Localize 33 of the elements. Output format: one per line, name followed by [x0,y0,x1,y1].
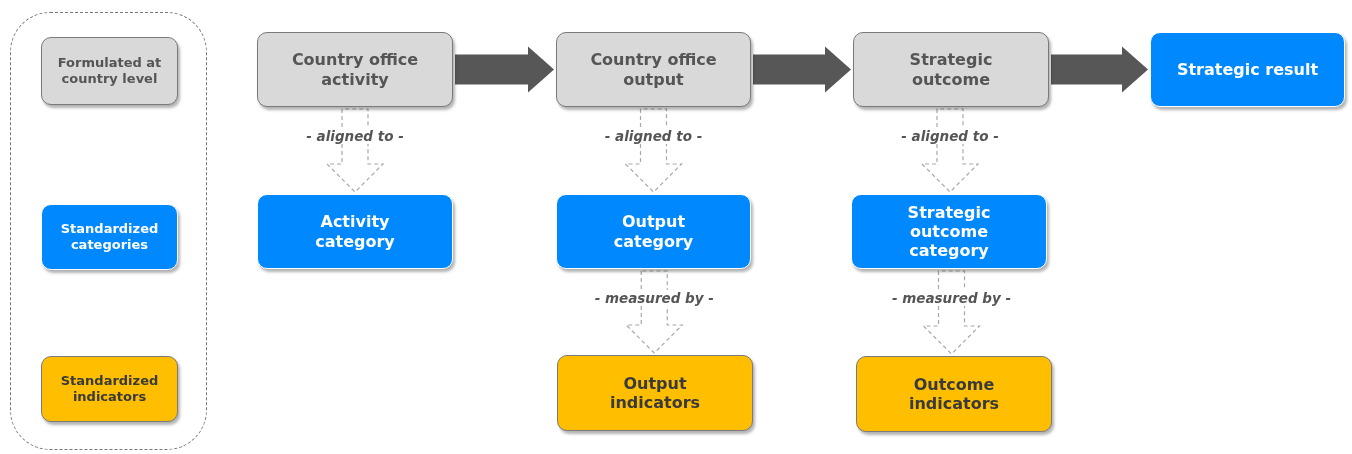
node-label: Standardized indicators [59,373,160,405]
node-label: Outcome indicators [907,374,1001,414]
process-box [41,37,178,105]
node-label: Formulated at country level [56,55,163,87]
category-box [556,194,751,269]
node-label: Output indicators [608,373,702,413]
edge-label: - aligned to - [304,128,406,145]
node-label: Strategic result [1176,59,1319,80]
block-arrow [455,46,554,93]
node-label: Country office activity [290,50,420,89]
node-label: Activity category [314,212,396,251]
edge-label: - aligned to - [899,128,1001,145]
indicator-box [41,356,178,422]
process-box [556,32,751,107]
process-box [853,32,1049,107]
node-label: Strategic outcome [908,50,994,89]
dashed-group-frame [10,12,207,450]
node-label: Standardized categories [59,221,160,253]
edge-label: - aligned to - [602,128,705,145]
indicator-box [557,355,753,431]
edge-label: - measured by - [889,290,1014,307]
indicator-box [856,356,1052,432]
process-box [257,32,453,107]
block-arrow [753,46,851,93]
node-label: Output category [612,212,695,251]
category-box [257,194,453,269]
category-box [41,204,178,270]
node-label: Strategic outcome category [906,202,992,261]
edge-label: - measured by - [592,290,716,307]
category-box [851,194,1047,269]
block-arrow [1051,46,1148,93]
node-label: Country office output [589,50,718,89]
category-box [1150,32,1345,107]
